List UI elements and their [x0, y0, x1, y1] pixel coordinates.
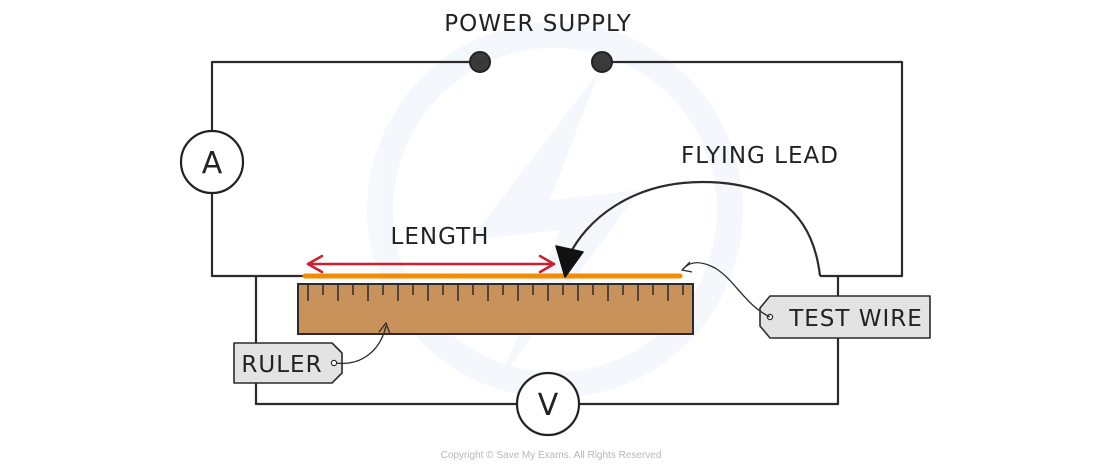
test-wire-tag: TEST WIRE: [759, 295, 931, 339]
left-lower-wire: [210, 193, 305, 278]
voltmeter: V: [515, 371, 581, 437]
ruler-pointer-head: [378, 322, 391, 335]
length-label: LENGTH: [391, 224, 490, 250]
circuit-wires: [210, 60, 904, 406]
power-terminal-left: [469, 51, 491, 73]
flying-lead-wire: [566, 180, 822, 277]
ruler-pointer: [335, 325, 387, 365]
voltmeter-left-wire: [254, 276, 517, 406]
copyright-notice: Copyright © Save My Exams. All Rights Re…: [441, 450, 662, 461]
flying-lead-label: FLYING LEAD: [681, 143, 839, 169]
power-supply-label: POWER SUPPLY: [444, 11, 632, 37]
ruler-tag: RULER: [233, 342, 343, 384]
ruler: [297, 283, 694, 335]
voltmeter-symbol: V: [538, 388, 559, 423]
test-wire-pointer-head: [681, 261, 693, 273]
test-wire-pointer: [683, 262, 771, 318]
top-right-wire: [602, 60, 904, 278]
top-left-wire: [210, 60, 480, 131]
ruler-ticks: [307, 285, 684, 301]
test-wire-label: TEST WIRE: [788, 306, 923, 332]
ruler-label: RULER: [241, 352, 322, 378]
ammeter: A: [179, 129, 245, 195]
flying-lead-arrowhead: [555, 245, 584, 278]
ammeter-symbol: A: [202, 146, 223, 181]
power-terminal-right: [591, 51, 613, 73]
length-arrow: [306, 254, 556, 274]
